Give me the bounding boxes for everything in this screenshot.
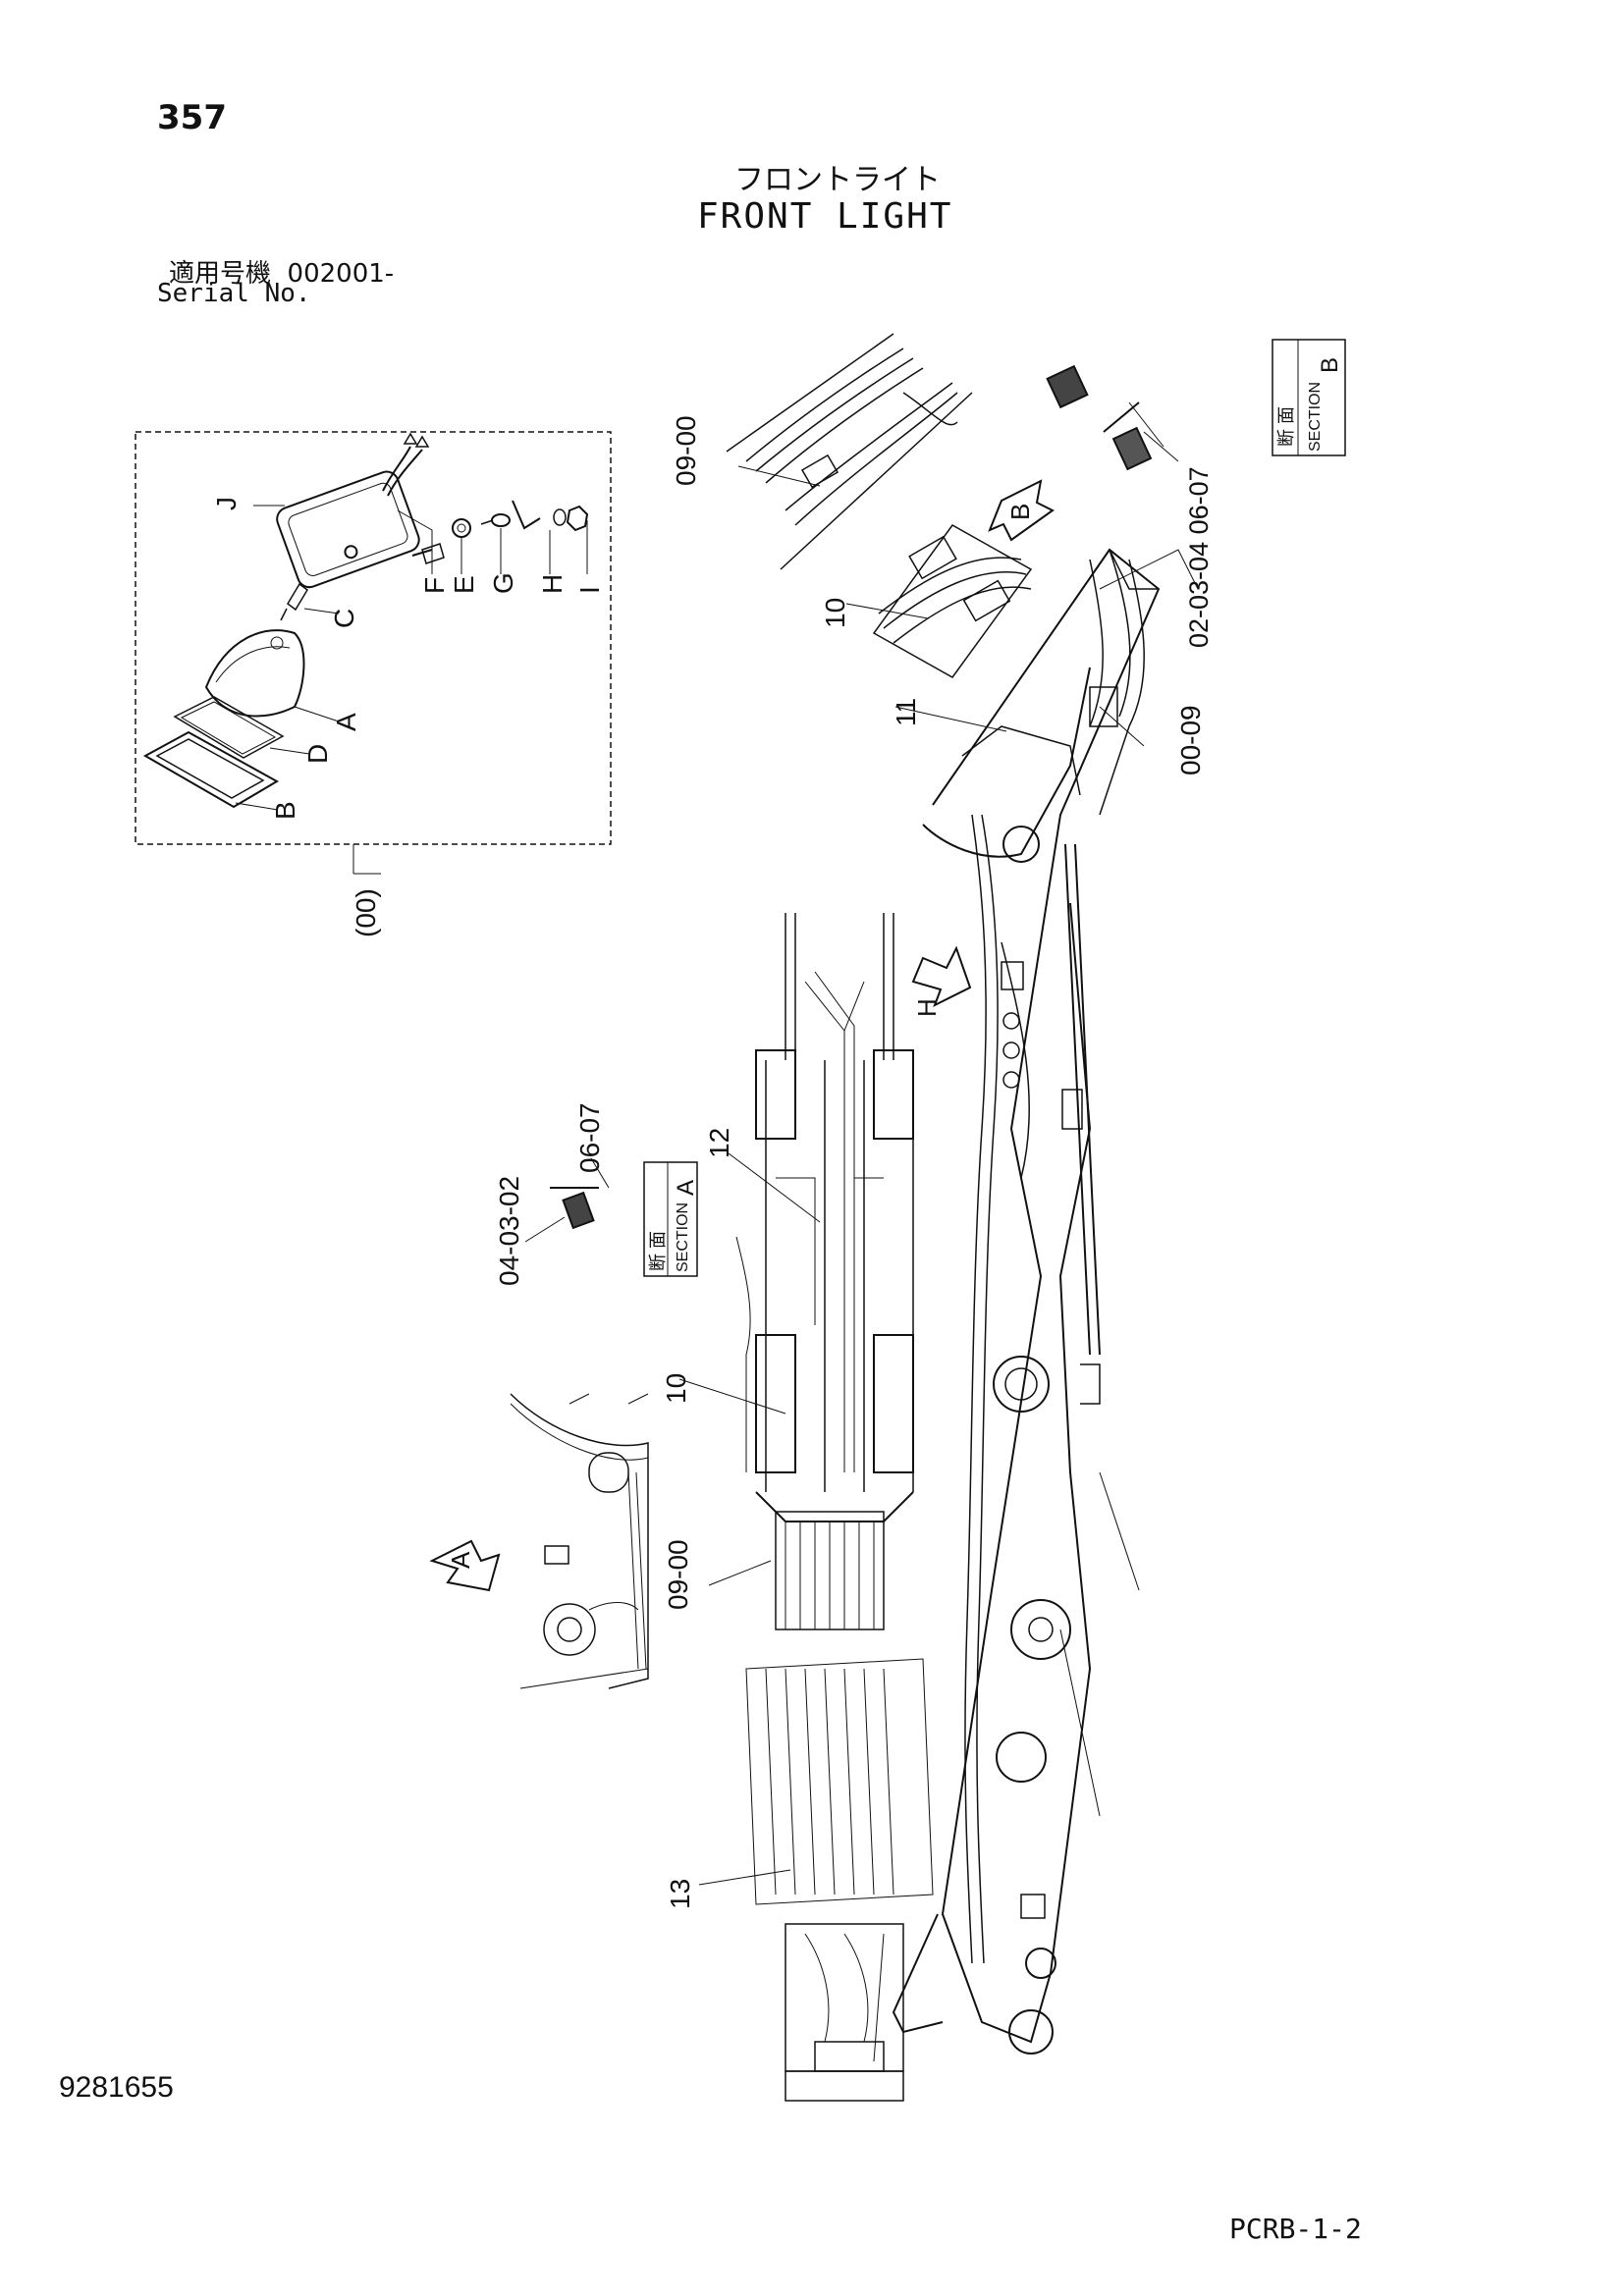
section-tag-texts: 断 面 SECTION B 断 面 SECTION A xyxy=(648,357,1343,1272)
label-A: A xyxy=(331,713,361,731)
label-F: F xyxy=(419,577,450,594)
title-english: FRONT LIGHT xyxy=(697,196,953,237)
cable-section-mid xyxy=(872,524,1033,678)
view-h-letter: H xyxy=(912,998,942,1017)
lower-left-section xyxy=(510,1393,649,1689)
document-number: 9281655 xyxy=(59,2071,174,2104)
view-arrow-h: H xyxy=(911,945,972,1017)
label-C: C xyxy=(329,609,359,628)
view-arrow-b: B xyxy=(988,479,1055,542)
label-E: E xyxy=(449,575,479,594)
detail-letters: J F E G H I C A D B (00) xyxy=(211,497,605,937)
label-H: H xyxy=(537,574,568,594)
label-B: B xyxy=(270,801,300,820)
callout-09-00-mid: 09-00 xyxy=(663,1539,693,1610)
serial-label-japanese: 適用号機 002001- xyxy=(169,253,394,290)
section-a-letter: A xyxy=(673,1180,699,1196)
view-arrow-a: A xyxy=(429,1539,501,1592)
section-a-group xyxy=(550,1161,698,1277)
view-b-letter: B xyxy=(1005,504,1035,520)
label-D: D xyxy=(302,744,333,764)
detail-box xyxy=(135,431,612,845)
callout-section-b-parts: 02-03-04 06-07 xyxy=(1184,466,1214,648)
title-japanese: フロントライト xyxy=(734,163,941,197)
page-number: 357 xyxy=(157,98,227,137)
label-I: I xyxy=(574,586,605,594)
boom-structure xyxy=(892,548,1199,2055)
serial-label-english: Serial No. xyxy=(157,279,311,308)
callout-section-a-06-07: 06-07 xyxy=(574,1102,605,1173)
callout-00-09: 00-09 xyxy=(1175,705,1206,775)
section-b-letter: B xyxy=(1317,357,1343,373)
section-b-kanji: 断 面 xyxy=(1276,406,1296,447)
view-a-letter: A xyxy=(446,1551,475,1569)
callout-10-mid: 10 xyxy=(661,1373,691,1404)
callout-09-00-top: 09-00 xyxy=(671,415,701,486)
label-J: J xyxy=(211,497,242,510)
section-b-tag xyxy=(1272,339,1346,456)
lamp-housing xyxy=(276,470,420,589)
callout-12: 12 xyxy=(704,1128,734,1158)
section-a-kanji: 断 面 xyxy=(648,1231,668,1271)
callout-10-top: 10 xyxy=(820,598,850,628)
lower-cable-section xyxy=(745,1658,934,2102)
arm-cylinders xyxy=(735,913,914,1630)
section-a-tag xyxy=(643,1161,698,1277)
section-a-word: SECTION xyxy=(675,1202,691,1272)
cable-section-top xyxy=(726,333,973,570)
serial-value: 002001- xyxy=(287,259,395,289)
serial-label-jp: 適用号機 xyxy=(169,259,272,289)
label-G: G xyxy=(488,572,518,594)
catalog-code: PCRB-1-2 xyxy=(1229,2213,1362,2245)
callout-13: 13 xyxy=(665,1879,695,1909)
callout-numbers: 09-00 10 11 00-09 12 10 09-00 13 02-03-0… xyxy=(494,415,1214,1909)
callout-leaders xyxy=(524,401,1164,1886)
section-b-word: SECTION xyxy=(1307,382,1324,452)
callout-section-a-04-03-02: 04-03-02 xyxy=(494,1176,524,1286)
callout-11: 11 xyxy=(891,698,921,726)
light-detail-group xyxy=(135,431,612,875)
assembly-00: (00) xyxy=(351,888,381,937)
section-b-group xyxy=(1046,339,1346,471)
